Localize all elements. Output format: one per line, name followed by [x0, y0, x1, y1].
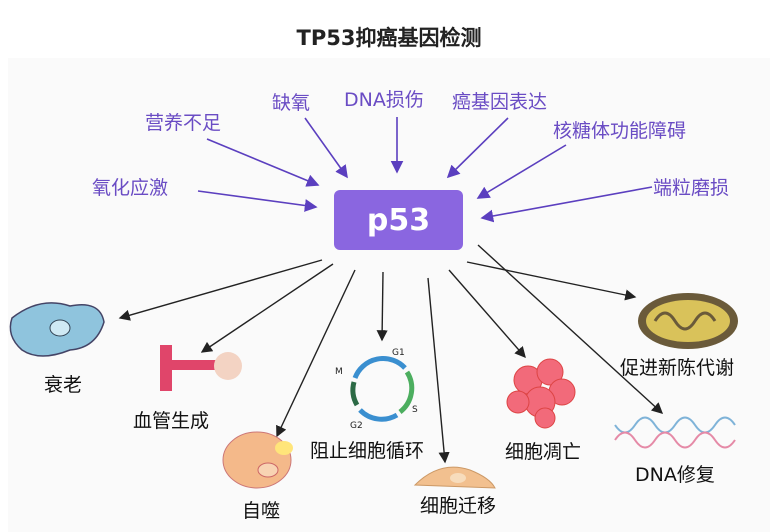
output-cell-cycle-arrest: 阻止细胞循环	[310, 440, 425, 462]
output-metabolism: 促进新陈代谢	[620, 357, 735, 379]
cell-cycle-icon: G1 S G2 M	[335, 348, 418, 431]
senescence-cell-icon	[9, 302, 105, 357]
background-panel	[8, 58, 770, 532]
mitochondria-icon	[638, 293, 738, 349]
output-cell-migration: 细胞迁移	[420, 495, 497, 517]
input-hypoxia: 缺氧	[272, 92, 311, 114]
output-apoptosis: 细胞凋亡	[505, 441, 582, 463]
input-oncogene-expression: 癌基因表达	[452, 91, 548, 113]
cycle-label-g2: G2	[350, 421, 363, 431]
apoptosis-cell-icon	[506, 358, 576, 429]
input-telomere-attrition: 端粒磨损	[653, 177, 730, 199]
output-angiogenesis: 血管生成	[133, 410, 210, 432]
autophagy-cell-icon	[222, 431, 293, 489]
output-dna-repair: DNA修复	[635, 464, 715, 486]
input-nutrient-deprivation: 营养不足	[145, 112, 222, 134]
migration-cell-icon	[413, 466, 496, 489]
p53-box: p53	[334, 190, 463, 250]
input-dna-damage: DNA损伤	[344, 89, 424, 111]
page-title: TP53抑癌基因检测	[296, 26, 482, 50]
cycle-label-s: S	[412, 405, 418, 415]
input-oxidative-stress: 氧化应激	[92, 177, 169, 199]
output-senescence: 衰老	[44, 374, 83, 396]
output-autophagy: 自噬	[242, 500, 281, 522]
angiogenesis-icon	[160, 345, 242, 391]
output-arrows	[118, 244, 664, 464]
dna-helix-icon	[614, 416, 736, 449]
input-ribosome-dysfunction: 核糖体功能障碍	[553, 120, 687, 142]
input-arrows	[197, 117, 653, 223]
cycle-label-m: M	[335, 367, 343, 377]
cycle-label-g1: G1	[392, 348, 405, 358]
